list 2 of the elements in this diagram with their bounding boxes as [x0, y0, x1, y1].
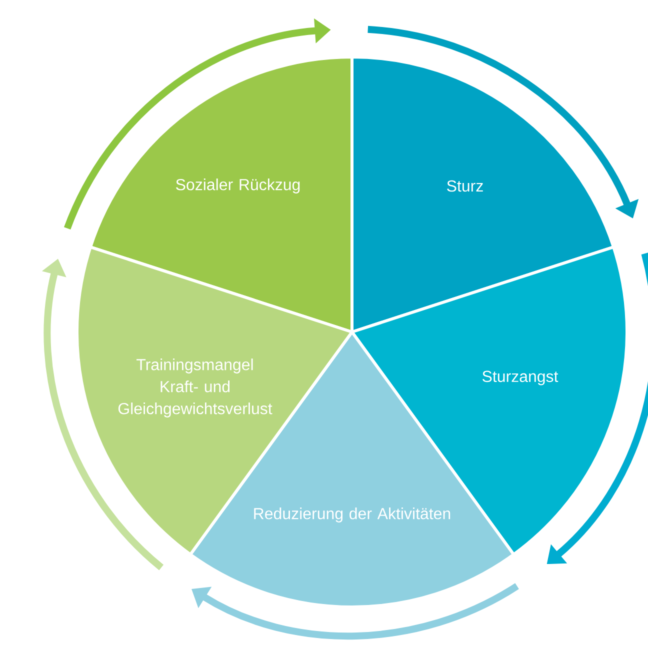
- cycle-segment: Sturz: [350, 56, 616, 334]
- cycle-segment: Sozialer Rückzug: [88, 56, 354, 334]
